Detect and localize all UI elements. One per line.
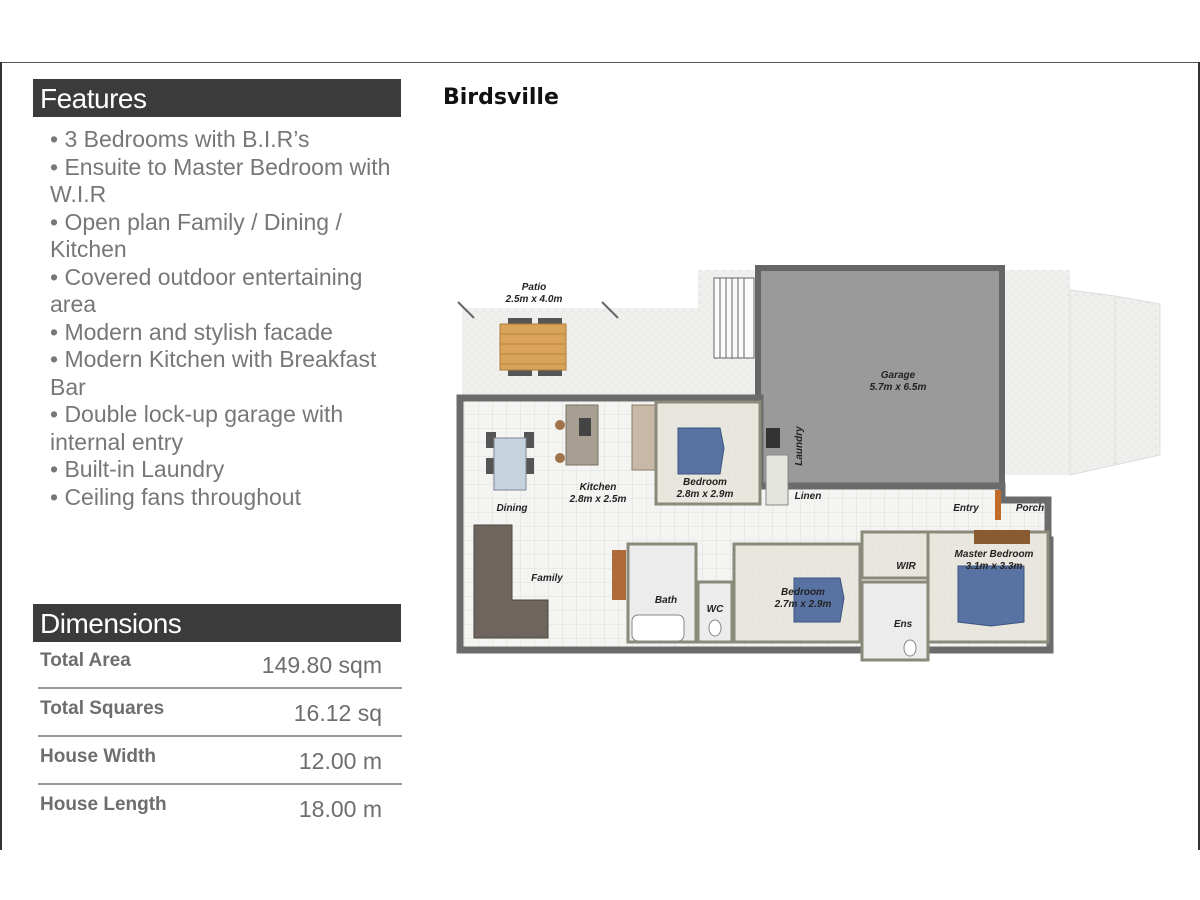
dimension-row: Total Squares 16.12 sq xyxy=(38,690,402,737)
label-porch: Porch xyxy=(1016,503,1044,514)
dimensions-heading: Dimensions xyxy=(33,604,401,642)
dimension-value: 149.80 sqm xyxy=(261,652,382,678)
features-heading: Features xyxy=(33,79,401,117)
feature-item: • Built-in Laundry xyxy=(50,456,225,482)
garage-floor xyxy=(755,265,1005,489)
patio-post xyxy=(457,301,475,319)
wir-room xyxy=(860,530,930,580)
size-master-bedroom: 3.1m x 3.3m xyxy=(966,561,1023,572)
feature-item: • Open plan Family / Dining / Kitchen xyxy=(50,208,342,263)
dimension-label: Total Area xyxy=(40,650,131,671)
linen-shelves xyxy=(765,454,789,506)
label-master-bedroom: Master Bedroom xyxy=(955,549,1034,560)
feature-item: • Double lock-up garage with internal en… xyxy=(50,401,344,455)
master-bed xyxy=(957,565,1025,627)
ensuite-toilet xyxy=(903,639,917,657)
dimension-row: House Length 18.00 m xyxy=(38,786,402,831)
dimension-row: House Width 12.00 m xyxy=(38,738,402,785)
label-patio: Patio xyxy=(522,282,546,293)
label-family: Family xyxy=(531,573,563,584)
patio-post xyxy=(601,301,619,319)
size-patio: 2.5m x 4.0m xyxy=(505,294,563,305)
label-kitchen: Kitchen xyxy=(580,482,617,493)
label-bedroom-2: Bedroom xyxy=(683,477,727,488)
family-sofa xyxy=(473,524,549,639)
dimension-label: House Width xyxy=(40,746,156,767)
toilet xyxy=(708,619,722,637)
size-garage: 5.7m x 6.5m xyxy=(870,382,927,393)
label-linen: Linen xyxy=(795,491,822,502)
label-wir: WIR xyxy=(896,561,916,572)
laundry-tub xyxy=(766,428,780,448)
label-ens: Ens xyxy=(894,619,913,630)
bathtub xyxy=(631,614,685,642)
side-stairs xyxy=(713,277,755,359)
kitchen-bench xyxy=(555,404,657,471)
label-garage: Garage xyxy=(881,370,916,381)
label-bath: Bath xyxy=(655,595,677,606)
ensuite-room xyxy=(860,580,930,662)
feature-item: • Ceiling fans throughout xyxy=(50,483,301,510)
frame-right-border xyxy=(1198,62,1200,850)
size-bedroom-3: 2.7m x 2.9m xyxy=(774,599,832,610)
frame-left-border xyxy=(0,62,2,850)
size-bedroom-2: 2.8m x 2.9m xyxy=(676,489,734,500)
family-cabinet xyxy=(612,550,626,600)
feature-item: • Modern Kitchen with Breakfast Bar xyxy=(50,346,377,400)
dimension-value: 18.00 m xyxy=(298,796,382,822)
bedroom-3-bed xyxy=(793,577,845,623)
label-dining: Dining xyxy=(496,503,527,514)
floor-plan: Patio 2.5m x 4.0m Garage 5.7m x 6.5m Lau… xyxy=(456,265,1161,662)
features-list: • 3 Bedrooms with B.I.R’s • Ensuite to M… xyxy=(50,126,410,511)
patio-table xyxy=(499,318,567,376)
label-wc: WC xyxy=(707,604,724,615)
dimension-label: House Length xyxy=(40,794,167,815)
master-dresser xyxy=(974,530,1030,544)
feature-item: • 3 Bedrooms with B.I.R’s xyxy=(50,126,310,152)
plan-title: Birdsville xyxy=(443,85,559,110)
dimension-row: Total Area 149.80 sqm xyxy=(38,642,402,689)
dimension-value: 16.12 sq xyxy=(293,700,382,726)
label-entry: Entry xyxy=(953,503,979,514)
dimension-label: Total Squares xyxy=(40,698,165,719)
dimension-value: 12.00 m xyxy=(298,748,382,774)
feature-item: • Covered outdoor entertaining area xyxy=(50,263,363,318)
page-frame xyxy=(0,62,1200,851)
dining-table xyxy=(486,432,534,491)
size-kitchen: 2.8m x 2.5m xyxy=(569,494,627,505)
feature-item: • Ensuite to Master Bedroom with W.I.R xyxy=(50,153,391,208)
feature-item: • Modern and stylish facade xyxy=(50,318,333,345)
bedroom-2-bed xyxy=(677,427,725,475)
label-laundry: Laundry xyxy=(794,426,805,466)
entry-door xyxy=(995,490,1001,520)
dimensions-table: Total Area 149.80 sqm Total Squares 16.1… xyxy=(38,642,402,832)
label-bedroom-3: Bedroom xyxy=(781,587,825,598)
